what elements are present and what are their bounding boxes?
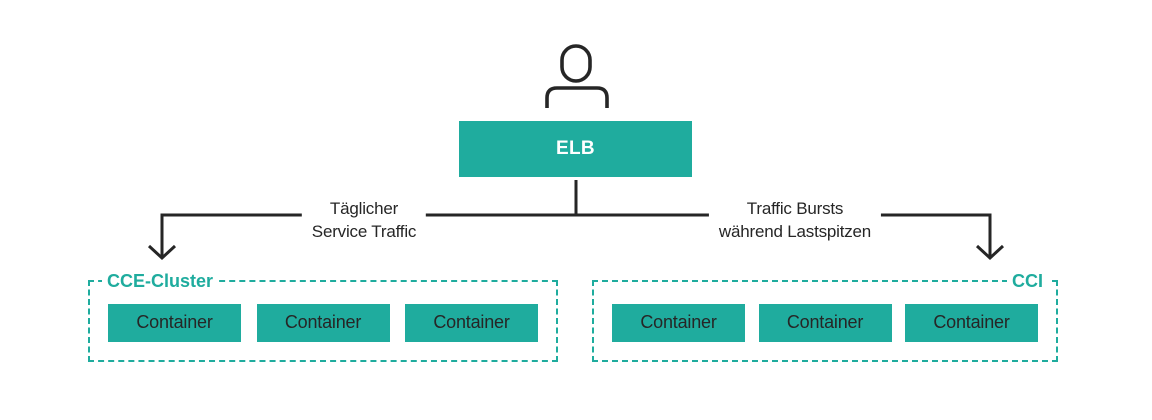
container-node: Container bbox=[405, 303, 538, 342]
container-node: Container bbox=[108, 303, 241, 342]
container-label: Container bbox=[433, 312, 510, 332]
arrow-down-icon bbox=[975, 244, 1005, 261]
arrow-down-icon bbox=[147, 244, 177, 261]
container-node: Container bbox=[256, 303, 390, 342]
container-label: Container bbox=[933, 312, 1010, 332]
branch-label-traffic-bursts: Traffic Bursts während Lastspitzen bbox=[708, 197, 882, 243]
branch-line bbox=[160, 213, 992, 256]
container-node: Container bbox=[612, 303, 745, 342]
branch-label-line: während Lastspitzen bbox=[718, 222, 872, 241]
branch-label-line: Täglicher bbox=[329, 199, 399, 218]
cluster-title-cci: CCI bbox=[1007, 269, 1048, 293]
container-label: Container bbox=[136, 312, 213, 332]
container-node: Container bbox=[758, 303, 892, 342]
person-head bbox=[560, 44, 592, 83]
container-node: Container bbox=[905, 303, 1038, 342]
branch-label-line: Traffic Bursts bbox=[746, 199, 844, 218]
cluster-title-cce: CCE-Cluster bbox=[102, 269, 219, 293]
container-label: Container bbox=[786, 312, 864, 332]
container-label: Container bbox=[640, 312, 717, 332]
person-icon bbox=[545, 44, 609, 108]
cci-group: CCI Container Container Container bbox=[592, 269, 1058, 362]
person-shoulders bbox=[545, 86, 609, 108]
branch-label-line: Service Traffic bbox=[311, 222, 417, 241]
container-label: Container bbox=[284, 312, 362, 332]
elb-node: ELB bbox=[459, 121, 692, 177]
branch-label-daily-traffic: Täglicher Service Traffic bbox=[301, 197, 427, 243]
elb-label: ELB bbox=[556, 138, 595, 159]
cce-cluster-group: CCE-Cluster Container Container Containe… bbox=[88, 269, 558, 362]
